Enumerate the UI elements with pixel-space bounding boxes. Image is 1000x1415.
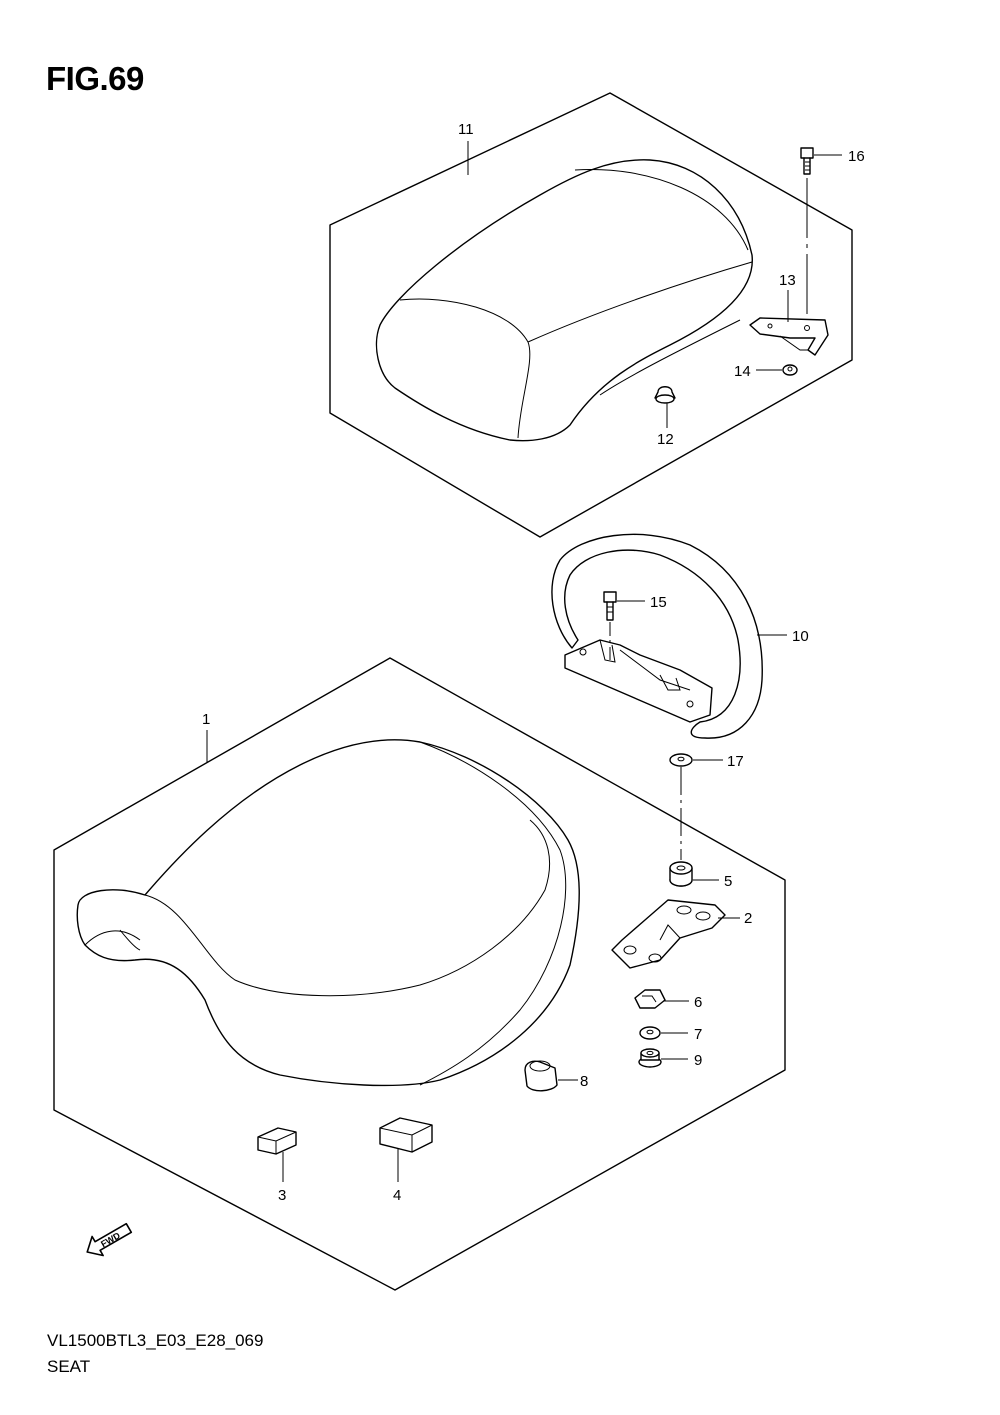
washer-17-part[interactable] — [669, 753, 693, 767]
washer-7-part[interactable] — [639, 1026, 661, 1040]
ref-label-11: 11 — [458, 121, 474, 138]
nut-14-part[interactable] — [782, 364, 798, 376]
ref-label-16: 16 — [848, 148, 865, 165]
ref-label-10: 10 — [792, 628, 809, 645]
ref-label-17: 17 — [727, 753, 744, 770]
ref-label-15: 15 — [650, 594, 667, 611]
clip-6-part[interactable] — [634, 989, 666, 1009]
bracket-2-part[interactable] — [611, 899, 726, 969]
ref-label-9: 9 — [694, 1052, 702, 1069]
ref-label-8: 8 — [580, 1073, 588, 1090]
cushion-8-part[interactable] — [524, 1060, 558, 1092]
figure-title: FIG.69 — [46, 60, 144, 97]
ref-label-4: 4 — [393, 1187, 401, 1204]
pad-4-part[interactable] — [379, 1117, 433, 1153]
bracket-13-part[interactable] — [749, 317, 829, 356]
group-outline-lower — [53, 657, 786, 1291]
grommet-5-part[interactable] — [669, 861, 693, 887]
diagram-name: SEAT — [47, 1357, 91, 1376]
ref-label-3: 3 — [278, 1187, 286, 1204]
ref-label-6: 6 — [694, 994, 702, 1011]
fwd-arrow-icon: FWD — [86, 1222, 133, 1257]
group-outline-upper — [329, 92, 853, 538]
bolt-16-part[interactable] — [800, 147, 814, 175]
ref-label-14: 14 — [734, 363, 751, 380]
pillion-seat-part[interactable] — [375, 159, 753, 442]
backrest-10-part[interactable] — [551, 533, 763, 739]
bolt-15-part[interactable] — [603, 591, 617, 621]
cushion-12-part[interactable] — [654, 386, 676, 404]
diagram-code: VL1500BTL3_E03_E28_069 — [47, 1331, 264, 1350]
rider-seat-part[interactable] — [76, 739, 580, 1087]
nut-9-part[interactable] — [638, 1048, 662, 1068]
pad-3-part[interactable] — [257, 1127, 297, 1155]
ref-label-7: 7 — [694, 1026, 702, 1043]
ref-label-2: 2 — [744, 910, 752, 927]
ref-label-13: 13 — [779, 272, 796, 289]
ref-label-12: 12 — [657, 431, 674, 448]
ref-label-1: 1 — [202, 711, 210, 728]
ref-label-5: 5 — [724, 873, 732, 890]
